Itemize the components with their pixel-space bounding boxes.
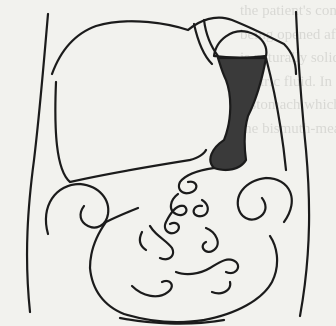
small-intestine-coils [165, 194, 187, 233]
torso-left-outline [27, 14, 48, 312]
small-intestine-coils [132, 281, 172, 296]
colon-outline [90, 222, 277, 322]
duodenum-loop [179, 168, 214, 193]
small-intestine-coils [150, 226, 173, 259]
stomach-barium-filled [210, 58, 266, 170]
small-intestine-coils [212, 282, 230, 293]
torso-right-outline [296, 12, 309, 316]
liver-outline [55, 82, 206, 182]
stomach-gas-bubble [214, 31, 266, 57]
small-intestine-coils [203, 228, 218, 252]
left-iliac-crest [46, 184, 108, 234]
colon-outline [106, 208, 138, 222]
right-iliac-crest [238, 178, 292, 222]
small-intestine-coils [194, 200, 208, 216]
esophagus-line [194, 24, 212, 64]
small-intestine-coils [140, 232, 146, 250]
small-intestine-coils [176, 260, 238, 275]
spleen-line [266, 58, 286, 170]
